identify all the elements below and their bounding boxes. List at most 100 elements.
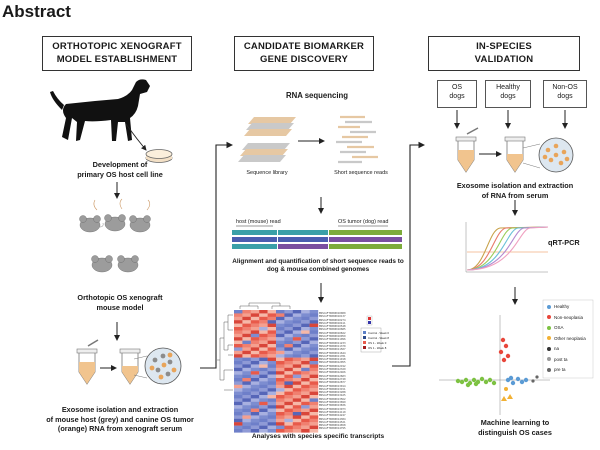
heatmap-cell [250, 429, 260, 433]
label-line: distinguish OS cases [478, 427, 552, 437]
legend-swatch [547, 304, 551, 309]
heatmap-cell [242, 354, 251, 358]
host-read-label: host (mouse) read [236, 219, 281, 225]
heatmap-cell [284, 357, 293, 362]
legend-swatch [547, 315, 551, 320]
heatmap-cell [259, 429, 268, 433]
legend-swatch [547, 336, 551, 341]
heatmap-cell [234, 344, 243, 348]
heatmap-cell [259, 350, 268, 355]
heatmap-cell [259, 313, 268, 317]
exosome-circle-icon [144, 347, 182, 385]
heatmap-cell [301, 344, 310, 348]
label-line: dogs [500, 93, 516, 100]
heatmap-cell [242, 374, 251, 379]
heatmap-cell [309, 344, 319, 348]
heatmap-cell [250, 344, 260, 348]
heatmap-cell [259, 367, 268, 372]
heatmap-cell [250, 320, 260, 324]
heatmap-cell [259, 415, 268, 419]
heatmap-cell [276, 391, 285, 396]
heatmap-cell [292, 398, 302, 402]
heatmap-cell [234, 398, 243, 402]
heatmap-cell [267, 401, 277, 406]
heatmap-cell [234, 425, 243, 430]
heatmap-cell [301, 412, 310, 416]
heatmap-cell [301, 364, 310, 368]
exosome-right-label: Exosome isolation and extraction of RNA … [430, 181, 600, 200]
heatmap-cell [234, 412, 243, 416]
heatmap-cell [267, 354, 277, 358]
heatmap-cell [259, 401, 268, 406]
legend-label: OSA [554, 325, 564, 330]
heatmap-cell [284, 429, 293, 433]
heatmap-cell [292, 422, 302, 426]
sequence-library-label: Sequence library [246, 170, 288, 176]
heatmap-cell [292, 333, 302, 338]
heatmap-cell [301, 333, 310, 338]
heatmap-cell [284, 395, 293, 399]
heatmap-cell [309, 398, 319, 402]
heatmap-cell [309, 422, 319, 426]
heatmap-cell [242, 381, 251, 385]
heatmap-cell [250, 323, 260, 328]
heatmap-cell [234, 415, 243, 419]
heatmap-cell [267, 425, 277, 430]
heatmap-cell [301, 429, 310, 433]
heatmap-cell [267, 364, 277, 368]
heatmap-cell [276, 323, 285, 328]
label-line: of mouse host (grey) and canine OS tumor [46, 414, 194, 424]
heatmap-cell [234, 316, 243, 321]
heatmap-cell [234, 333, 243, 338]
heatmap-cell [309, 378, 319, 382]
heatmap-cell [267, 347, 277, 351]
heatmap-cell [276, 361, 285, 365]
heatmap-cell [234, 378, 243, 382]
heatmap-cell [309, 412, 319, 416]
step-xenograft-label: Orthotopic OS xenograft mouse model [52, 293, 188, 312]
heatmap-cell [292, 364, 302, 368]
heatmap-cell [309, 371, 319, 375]
scatter-plot-icon [439, 315, 550, 415]
scatter-legend-item: OSA [547, 325, 564, 331]
heatmap-cell [309, 381, 319, 385]
centrifuge-tube-icon [455, 127, 479, 173]
heatmap-cell [250, 310, 260, 314]
heatmap-cell [276, 401, 285, 406]
heatmap-cell [276, 388, 285, 392]
heatmap-cell [250, 398, 260, 402]
heatmap-cell [250, 361, 260, 365]
label-line: mouse model [96, 302, 144, 312]
centrifuge-tube-icon [504, 136, 526, 173]
heatmap-cell [309, 350, 319, 355]
heatmap-cell [259, 327, 268, 331]
heatmap-cell [309, 320, 319, 324]
heatmap-cell [259, 357, 268, 362]
heatmap-cell [276, 310, 285, 314]
heatmap-cell [276, 330, 285, 334]
heatmap-cell [242, 405, 251, 409]
heatmap-cell [250, 391, 260, 396]
dog-box-healthy: Healthy dogs [485, 80, 531, 108]
heatmap-cell [259, 388, 268, 392]
heatmap-cell [284, 412, 293, 416]
heatmap-cell [284, 418, 293, 423]
heatmap-cell [292, 381, 302, 385]
heatmap-cell [292, 401, 302, 406]
heatmap-cell [242, 327, 251, 331]
heatmap-cell [284, 350, 293, 355]
heatmap-cell [284, 340, 293, 345]
heatmap-cell [309, 357, 319, 362]
heatmap-cell [267, 340, 277, 345]
heatmap-cell [301, 408, 310, 413]
label-line: dogs [557, 93, 573, 100]
heatmap-cell [267, 415, 277, 419]
column-header-line: IN-SPECIES [476, 41, 532, 52]
heatmap-cell [234, 381, 243, 385]
heatmap-cell [250, 354, 260, 358]
heatmap-cell [267, 395, 277, 399]
heatmap-cell [276, 405, 285, 409]
legend-label: pre ta [554, 367, 566, 372]
